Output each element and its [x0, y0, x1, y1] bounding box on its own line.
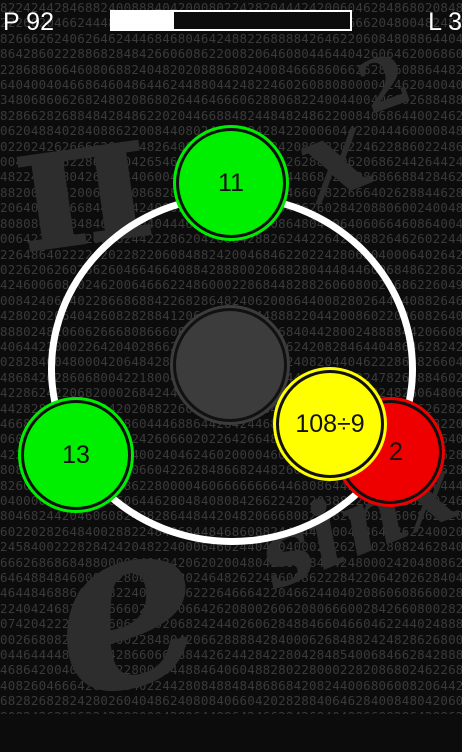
progress-bar-fill — [112, 12, 174, 29]
hud: P 92 L 3 — [0, 0, 462, 42]
number-ball-left[interactable]: 13 — [21, 400, 131, 510]
center-target[interactable] — [173, 308, 287, 422]
level-label: L 3 — [428, 8, 462, 36]
progress-bar — [110, 10, 352, 31]
number-ball-top[interactable]: 11 — [176, 128, 286, 238]
expression-ball[interactable]: 108÷9 — [276, 370, 384, 478]
points-label: P 92 — [3, 8, 54, 36]
